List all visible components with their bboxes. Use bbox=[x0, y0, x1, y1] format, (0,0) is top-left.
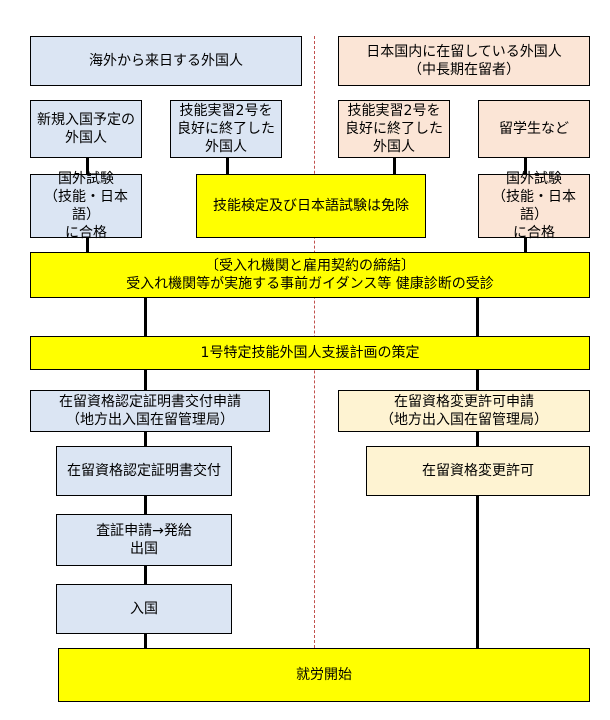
connector-coe-app bbox=[144, 432, 147, 446]
connector-visa bbox=[144, 566, 147, 584]
exam-passed-domestic: 国外試験 （技能・日本語） に合格 bbox=[478, 171, 590, 241]
connector-contract-left bbox=[144, 298, 147, 336]
connector-entry bbox=[144, 634, 147, 648]
coe-issued: 在留資格認定証明書交付 bbox=[56, 446, 232, 496]
connector-coe-issued bbox=[144, 496, 147, 514]
connector-contract-right bbox=[476, 298, 479, 336]
connector-change-permitted bbox=[476, 496, 479, 648]
connector-intern-a bbox=[226, 158, 229, 174]
status-change-permitted: 在留資格変更許可 bbox=[366, 446, 590, 496]
category-tech-intern-domestic: 技能実習2号を 良好に終了した 外国人 bbox=[338, 100, 450, 158]
category-new-entry: 新規入国予定の 外国人 bbox=[30, 100, 142, 158]
status-change-application: 在留資格変更許可申請 （地方出入国在留管理局） bbox=[338, 390, 590, 432]
connector-change-app bbox=[476, 432, 479, 446]
connector-plan-right bbox=[476, 370, 479, 390]
entry-to-japan: 入国 bbox=[56, 584, 232, 634]
connector-new-entry-top bbox=[86, 158, 89, 174]
connector-exam-left bbox=[86, 238, 89, 252]
employment-contract: 〔受入れ機関と雇用契約の締結〕 受入れ機関等が実施する事前ガイダンス等 健康診断… bbox=[30, 252, 590, 298]
connector-student-top bbox=[524, 158, 527, 174]
start-work: 就労開始 bbox=[58, 648, 590, 702]
connector-plan-left bbox=[144, 370, 147, 390]
exam-exemption: 技能検定及び日本語試験は免除 bbox=[196, 174, 426, 238]
connector-intern-b bbox=[393, 158, 396, 174]
header-from-overseas: 海外から来日する外国人 bbox=[30, 36, 302, 86]
support-plan: 1号特定技能外国人支援計画の策定 bbox=[30, 336, 590, 370]
coe-application: 在留資格認定証明書交付申請 （地方出入国在留管理局） bbox=[30, 390, 270, 432]
visa-application: 査証申請→発給 出国 bbox=[56, 514, 232, 566]
exam-passed-overseas: 国外試験 （技能・日本語） に合格 bbox=[30, 171, 142, 241]
category-tech-intern-overseas: 技能実習2号を 良好に終了した 外国人 bbox=[170, 100, 282, 158]
header-residing-in-japan: 日本国内に在留している外国人 （中長期在留者） bbox=[338, 36, 590, 86]
category-student: 留学生など bbox=[478, 100, 590, 158]
connector-exam-right bbox=[524, 238, 527, 252]
